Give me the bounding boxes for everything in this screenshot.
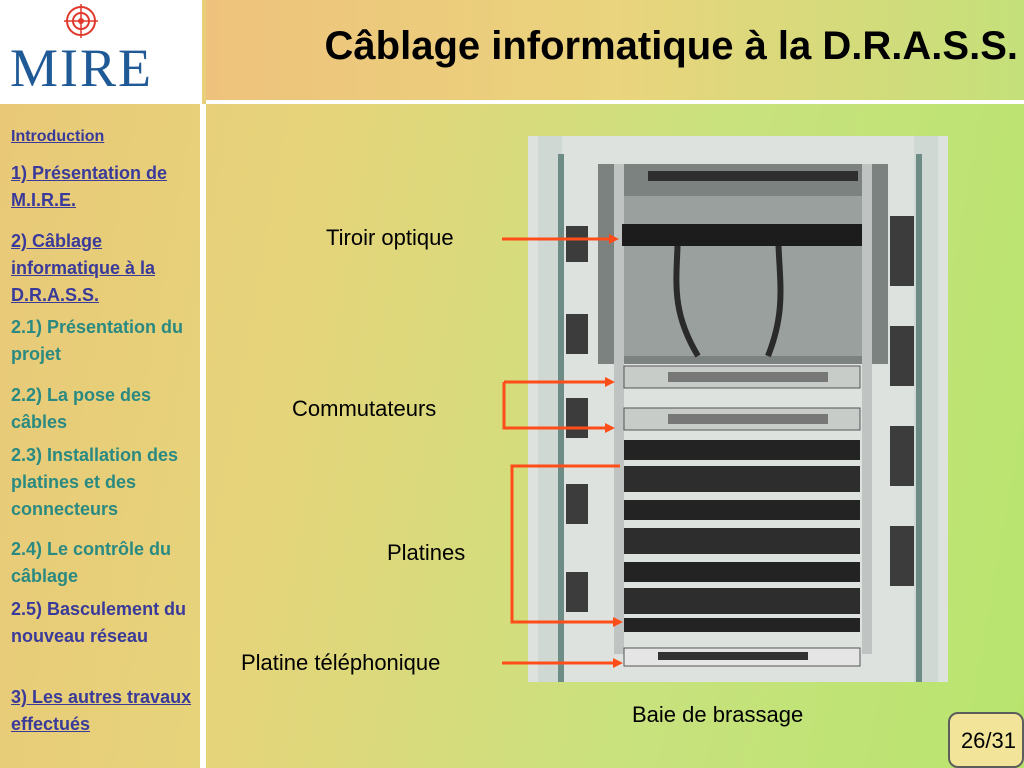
arrow-platines-icon xyxy=(510,464,623,627)
page-number: 26/31 xyxy=(960,728,1016,753)
title-band: Câblage informatique à la D.R.A.S.S. xyxy=(206,0,1024,100)
nav-item-controle-cablage[interactable]: 2.4) Le contrôle du câblage xyxy=(11,539,172,586)
nav-item-basculement[interactable]: 2.5) Basculement du nouveau réseau xyxy=(11,599,187,646)
nav-item-autres-travaux[interactable]: 3) Les autres travaux effectués xyxy=(11,687,192,734)
nav-item-presentation-projet[interactable]: 2.1) Présentation du projet xyxy=(11,317,184,364)
nav-item-cablage[interactable]: 2) Câblage informatique à la D.R.A.S.S. xyxy=(11,231,156,305)
label-baie-de-brassage: Baie de brassage xyxy=(632,702,804,727)
label-platines: Platines xyxy=(387,540,466,565)
nav-item-introduction[interactable]: Introduction xyxy=(11,128,105,145)
label-commutateurs: Commutateurs xyxy=(292,396,437,421)
logo-text: MIRE xyxy=(10,38,153,98)
header-divider xyxy=(206,100,1024,104)
label-tiroir-optique: Tiroir optique xyxy=(326,225,454,250)
nav-item-pose-cables[interactable]: 2.2) La pose des câbles xyxy=(11,385,152,432)
nav-item-installation-platines[interactable]: 2.3) Installation des platines et des co… xyxy=(11,445,179,519)
rack-illustration xyxy=(528,136,948,682)
sidebar-nav: Introduction 1) Présentation de M.I.R.E.… xyxy=(0,104,200,768)
sidebar-divider xyxy=(200,104,206,768)
logo-area: MIRE xyxy=(0,0,202,104)
arrow-commutateurs-lower-icon xyxy=(502,382,615,433)
label-platine-telephonique: Platine téléphonique xyxy=(241,650,441,675)
slide-title: Câblage informatique à la D.R.A.S.S. xyxy=(324,24,1018,68)
page-number-box: 26/31 xyxy=(948,712,1024,768)
rack-photo xyxy=(528,136,948,682)
nav-item-presentation-mire[interactable]: 1) Présentation de M.I.R.E. xyxy=(11,163,168,210)
target-logo-icon xyxy=(64,4,98,38)
